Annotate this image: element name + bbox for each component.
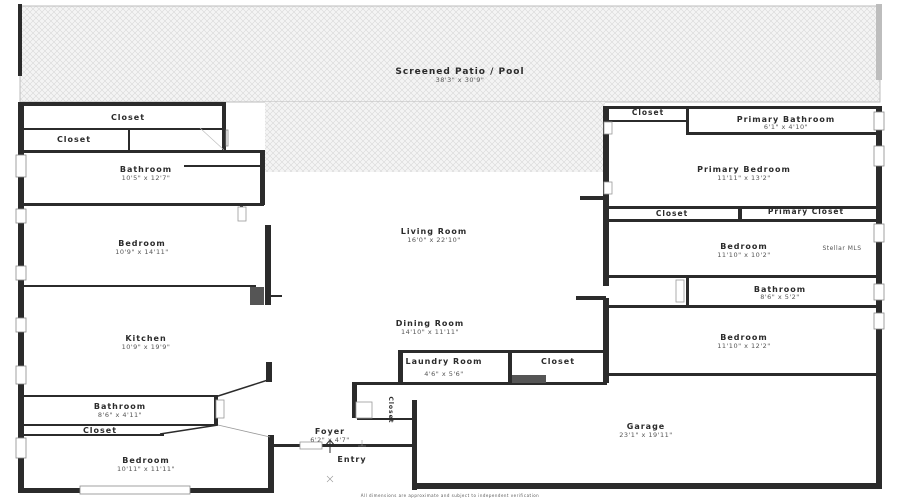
foyer-dims: 6'2" x 4'7"	[310, 436, 350, 444]
bathroom-right-label: Bathroom	[754, 285, 806, 294]
windows	[15, 111, 885, 495]
bedroom-bottom-dims: 10'11" x 11'11"	[117, 465, 175, 473]
bathroom-left-dims: 10'5" x 12'7"	[122, 174, 171, 182]
watermark: Stellar MLS	[822, 245, 861, 252]
bedroom-right-upper-label: Bedroom	[720, 242, 768, 251]
bedroom-left-dims: 10'9" x 14'11"	[115, 248, 168, 256]
closet-lower-label: Closet	[57, 135, 91, 144]
screened-patio-label: Screened Patio / Pool	[395, 67, 524, 77]
bathroom-bottom-label: Bathroom	[94, 402, 146, 411]
bedroom-bottom-label: Bedroom	[122, 456, 170, 465]
primary-closet-line: Primary Closet	[768, 207, 844, 216]
closet-bottom-label: Closet	[83, 426, 117, 435]
dining-room-label: Dining Room	[396, 319, 465, 328]
primary-bathroom-dims: 6'1" x 4'10"	[764, 123, 808, 131]
closet-foyer-label: Closet	[387, 396, 394, 423]
bedroom-right-lower-dims: 11'10" x 12'2"	[717, 342, 770, 350]
doors	[199, 121, 685, 483]
laundry-dims: 4'6" x 5'6"	[424, 370, 464, 378]
screened-patio-dims: 38'3" x 30'9"	[436, 76, 485, 84]
primary-bathroom-label: Primary Bathroom	[737, 115, 836, 124]
dining-room-dims: 14'10" x 11'11"	[401, 328, 459, 336]
laundry-label: Laundry Room	[405, 357, 482, 366]
foyer-label: Foyer	[315, 427, 345, 436]
bathroom-left-label: Bathroom	[120, 165, 172, 174]
garage-label: Garage	[627, 422, 665, 431]
room-labels: Screened Patio / Pool 38'3" x 30'9" Clos…	[57, 67, 861, 498]
closet-laundry-label: Closet	[541, 357, 575, 366]
bathroom-bottom-dims: 8'6" x 4'11"	[98, 411, 142, 419]
primary-closet-label: Primary Closet	[768, 207, 844, 216]
bedroom-left-label: Bedroom	[118, 239, 166, 248]
laundry-label-text: Laundry Room	[405, 357, 482, 366]
entry-label: Entry	[337, 455, 366, 464]
closet-right-label: Closet	[656, 209, 688, 218]
closet-primary-label: Closet	[632, 108, 664, 117]
kitchen-dims: 10'9" x 19'9"	[122, 343, 171, 351]
bedroom-right-upper-dims: 11'10" x 10'2"	[717, 251, 770, 259]
bathroom-right-dims: 8'6" x 5'2"	[760, 293, 800, 301]
primary-bedroom-dims: 11'11" x 13'2"	[717, 174, 770, 182]
living-room-dims: 16'0" x 22'10"	[407, 236, 460, 244]
disclaimer: All dimensions are approximate and subje…	[361, 493, 539, 498]
screened-patio-area	[18, 4, 882, 172]
closet-upper-label: Closet	[111, 113, 145, 122]
garage-dims: 23'1" x 19'11"	[619, 431, 672, 439]
kitchen-label: Kitchen	[125, 334, 166, 343]
living-room-label: Living Room	[401, 227, 468, 236]
primary-bedroom-label: Primary Bedroom	[697, 165, 791, 174]
bedroom-right-lower-label: Bedroom	[720, 333, 768, 342]
